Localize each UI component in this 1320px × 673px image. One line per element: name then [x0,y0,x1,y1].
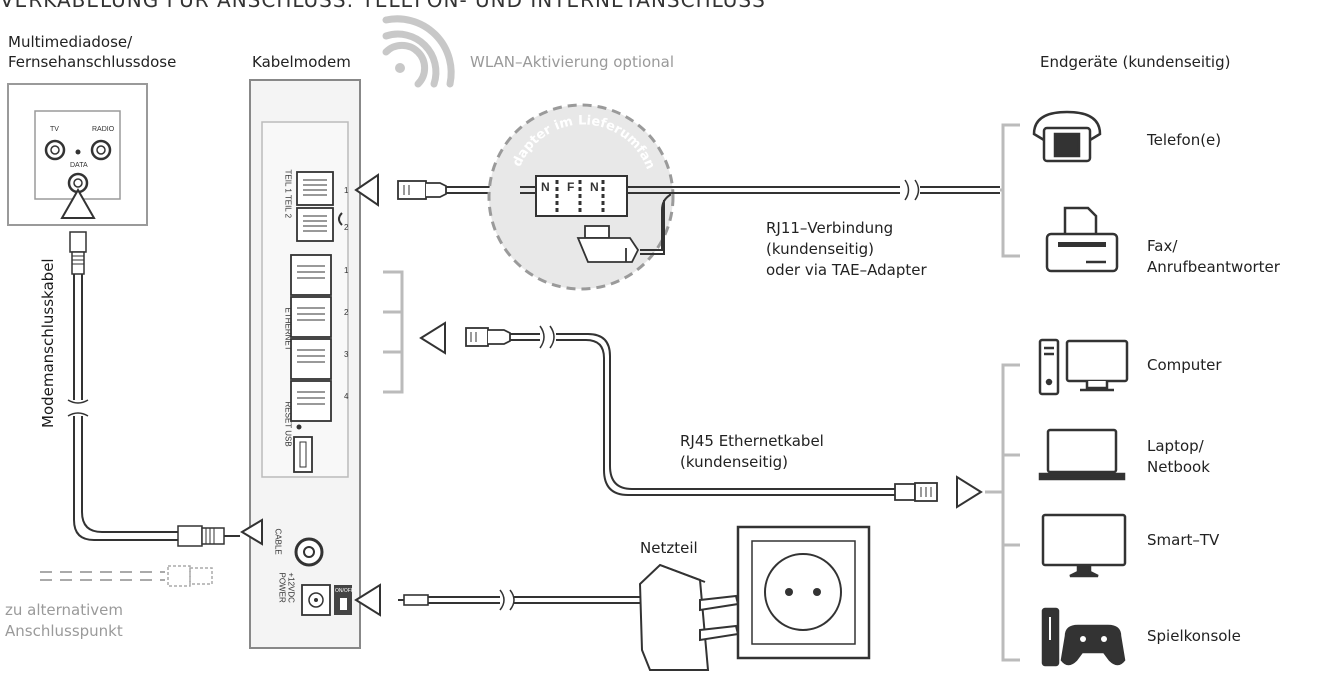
eth-port-4-num: 4 [344,392,349,401]
device-fax-1: Fax/ [1147,237,1178,255]
fax-icon [1045,206,1119,273]
tae-n2: N [590,180,599,194]
wall-socket-label-1: Multimediadose/ [8,33,133,51]
socket-data: DATA [70,162,88,169]
rj11-label-1: RJ11–Verbindung [766,219,894,237]
ethernet-cable [465,325,938,502]
wlan-label: WLAN–Aktivierung optional [470,53,675,71]
ethernet-ports-label: ETHERNET [283,307,293,351]
wifi-icon [382,15,455,88]
laptop-icon [1038,428,1126,481]
onoff-label: ON/OFF [335,588,354,594]
tv-icon [1041,513,1127,578]
phone-port-2-num: 2 [344,223,349,232]
modem-label: Kabelmodem [252,53,351,71]
diagram-title: VERKABELUNG FÜR ANSCHLUSS: TELEFON- UND … [0,0,766,12]
phone-bracket [1000,123,1020,258]
wall-outlet [736,525,871,660]
coax-cable [67,231,240,547]
rj45-label-1: RJ45 Ethernetkabel [680,432,824,450]
wall-socket [7,83,148,226]
telephone-icon [1032,110,1102,163]
svg-text:Adapter im Lieferumfang: Adapter im Lieferumfang [0,0,658,172]
device-fax-2: Anrufbeantworter [1147,258,1280,276]
phone-cable [397,180,520,200]
eth-port-3-num: 3 [344,350,349,359]
game-console-icon [1041,607,1126,667]
alternative-label-1: zu alternativem [5,601,123,619]
alternative-label-2: Anschlusspunkt [5,622,123,640]
power-port-label-2: +12VDC [286,572,296,603]
device-laptop-1: Laptop/ [1147,437,1204,455]
rj45-label-2: (kundenseitig) [680,453,788,471]
rj11-label-3: oder via TAE–Adapter [766,261,927,279]
ethernet-bracket [383,270,404,394]
phone-port-1-num: 1 [344,186,349,195]
tae-n1: N [541,180,550,194]
device-laptop-2: Netbook [1147,458,1210,476]
eth-port-2-num: 2 [344,308,349,317]
cable-port-label: CABLE [273,528,283,555]
wall-socket-label-2: Fernsehanschlussdose [8,53,177,71]
power-cable [398,589,640,611]
device-bracket [985,363,1020,662]
device-computer: Computer [1147,356,1222,374]
socket-radio: RADIO [92,126,115,133]
power-adapter-icon [638,563,740,671]
power-adapter-label: Netzteil [640,539,698,557]
power-port-label-1: POWER [277,572,287,603]
devices-heading: Endgeräte (kundenseitig) [1040,53,1231,71]
tae-f: F [567,180,575,194]
phone-ports-label: TEIL 1 TEIL 2 [283,169,293,219]
rj11-label-2: (kundenseitig) [766,240,874,258]
device-tv: Smart–TV [1147,531,1220,549]
device-telephone: Telefon(e) [1147,131,1222,149]
computer-icon [1038,338,1129,396]
reset-usb-label: RESET USB [283,401,293,447]
cable-modem [249,79,361,649]
eth-port-1-num: 1 [344,266,349,275]
cable-break [904,179,1000,201]
adapter-circle [487,103,900,291]
device-console: Spielkonsole [1147,627,1241,645]
alternative-connection [40,565,213,587]
socket-tv: TV [50,126,59,133]
